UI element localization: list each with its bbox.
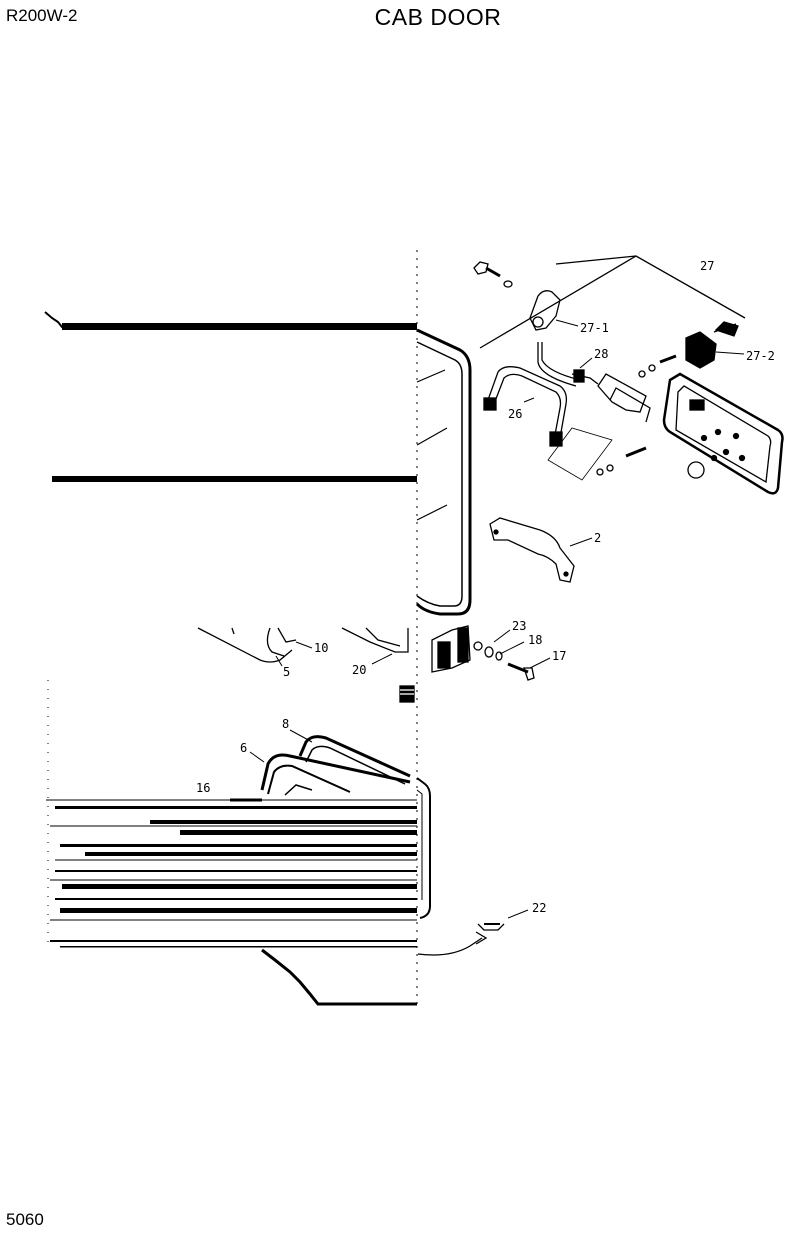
model-code: R200W-2 bbox=[6, 6, 78, 25]
callout-27-2: 27-2 bbox=[746, 349, 775, 363]
page-number: 5060 bbox=[6, 1210, 44, 1229]
leader-lines bbox=[249, 319, 745, 919]
callout-8: 8 bbox=[282, 717, 289, 731]
door-upper-frame bbox=[44, 311, 472, 616]
callout-27: 27 bbox=[700, 259, 714, 273]
callout-17: 17 bbox=[552, 649, 566, 663]
callout-6: 6 bbox=[240, 741, 247, 755]
callout-2: 2 bbox=[594, 531, 601, 545]
door-lower-panel bbox=[46, 735, 431, 1006]
callout-18: 18 bbox=[528, 633, 542, 647]
page-title: CAB DOOR bbox=[374, 4, 502, 30]
callout-28: 28 bbox=[594, 347, 608, 361]
callout-22: 22 bbox=[532, 901, 546, 915]
lock-assembly bbox=[417, 255, 784, 956]
callout-10: 10 bbox=[314, 641, 328, 655]
callout-27-1: 27-1 bbox=[580, 321, 609, 335]
callout-labels: 27 27-1 27-2 28 26 2 23 18 17 10 5 20 8 … bbox=[196, 259, 775, 915]
callout-23: 23 bbox=[512, 619, 526, 633]
door-middle-parts bbox=[197, 627, 415, 703]
callout-16: 16 bbox=[196, 781, 210, 795]
callout-26: 26 bbox=[508, 407, 522, 421]
callout-5: 5 bbox=[283, 665, 290, 679]
callout-20: 20 bbox=[352, 663, 366, 677]
